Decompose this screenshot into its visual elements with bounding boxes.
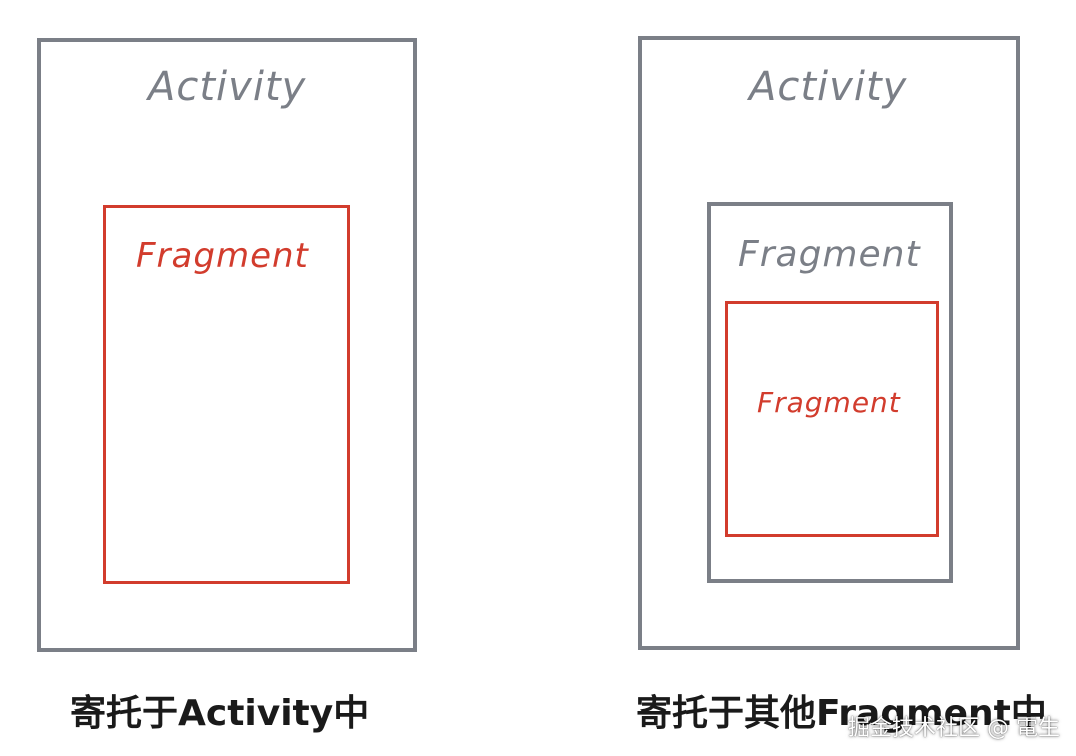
- right-outer-fragment-box: [707, 202, 953, 583]
- right-inner-fragment-label: Fragment: [757, 386, 901, 419]
- left-fragment-box: [103, 205, 350, 584]
- left-activity-box: [37, 38, 417, 652]
- watermark: 掘金技术社区 @ 電生: [848, 716, 1060, 741]
- right-activity-label: Activity: [749, 64, 908, 110]
- left-fragment-label: Fragment: [136, 236, 309, 276]
- right-inner-fragment-box: [725, 301, 939, 537]
- left-activity-label: Activity: [148, 64, 307, 110]
- right-activity-box: [638, 36, 1020, 650]
- right-caption: 寄托于其他Fragment中: [636, 693, 1047, 734]
- right-outer-fragment-label: Fragment: [738, 234, 921, 275]
- left-caption: 寄托于Activity中: [70, 693, 370, 734]
